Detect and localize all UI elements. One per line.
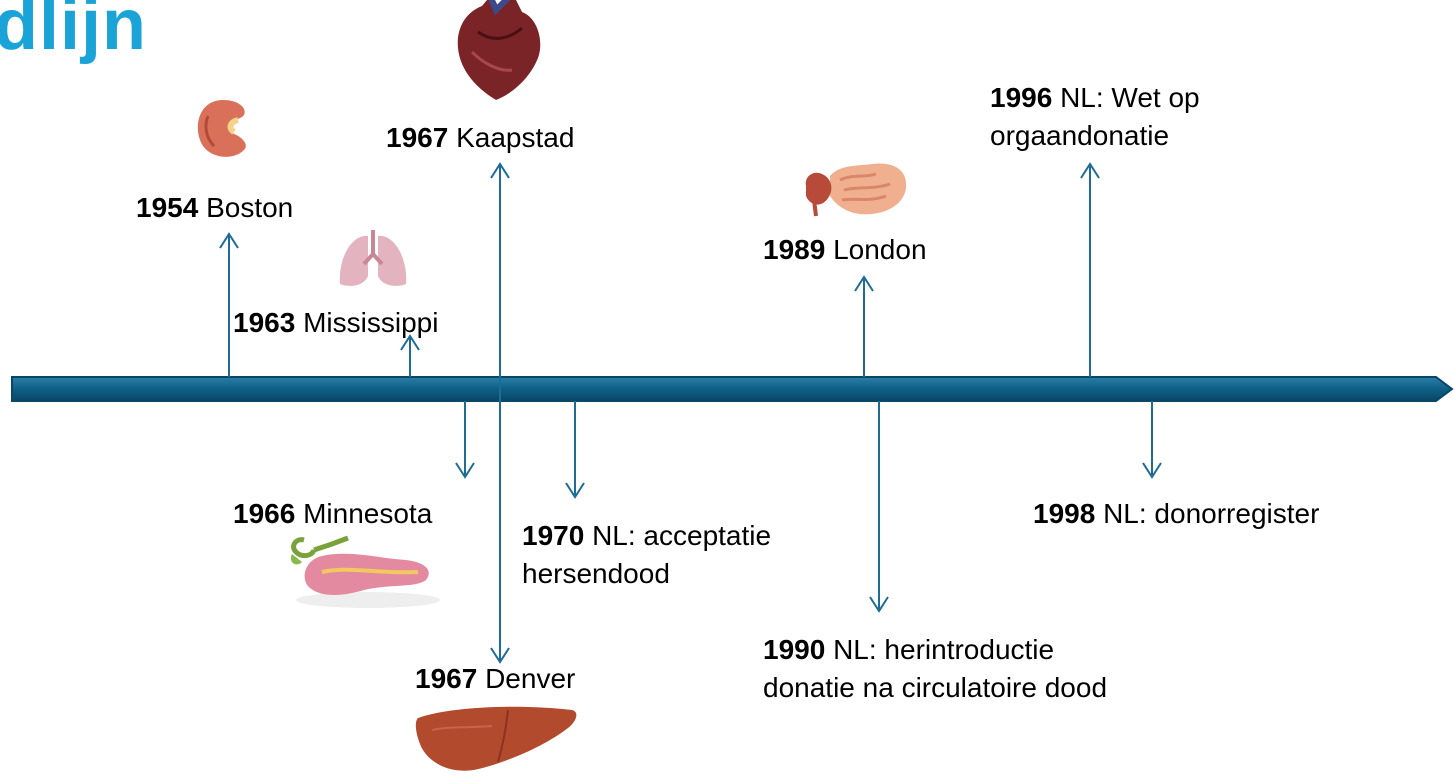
- event-text: Kaapstad: [456, 122, 574, 153]
- event-boston: 1954 Boston: [136, 189, 293, 227]
- event-text-line2: donatie na circulatoire dood: [763, 672, 1107, 703]
- event-text: Denver: [485, 663, 575, 694]
- timeline-bar: [12, 377, 1452, 401]
- arrow-mississippi: [401, 336, 419, 377]
- event-year: 1996: [990, 82, 1052, 113]
- event-denver: 1967 Denver: [415, 660, 575, 698]
- event-year: 1970: [522, 520, 584, 551]
- event-text: Minnesota: [303, 498, 432, 529]
- arrow-nl1970: [566, 401, 584, 497]
- liver-icon: [412, 700, 582, 776]
- event-year: 1967: [415, 663, 477, 694]
- event-text: NL: acceptatie: [592, 520, 771, 551]
- arrow-nl1990: [870, 401, 888, 611]
- event-text: NL: donorregister: [1103, 498, 1319, 529]
- arrow-minnesota: [456, 401, 474, 477]
- event-nl1970: 1970 NL: acceptatie hersendood: [522, 517, 771, 593]
- event-nl1998: 1998 NL: donorregister: [1033, 495, 1319, 533]
- event-text: Mississippi: [303, 307, 438, 338]
- event-text: NL: herintroductie: [833, 634, 1054, 665]
- event-kaapstad: 1967 Kaapstad: [386, 119, 574, 157]
- event-minnesota: 1966 Minnesota: [233, 495, 432, 533]
- lungs-icon: [334, 228, 412, 292]
- event-text: London: [833, 234, 926, 265]
- event-mississippi: 1963 Mississippi: [233, 304, 438, 342]
- event-text-line2: orgaandonatie: [990, 120, 1169, 151]
- arrow-nl1998: [1143, 401, 1161, 477]
- arrow-london: [855, 277, 873, 377]
- pancreas-icon: [278, 534, 448, 614]
- kidney-icon: [190, 96, 256, 164]
- event-year: 1967: [386, 122, 448, 153]
- heart-icon: [452, 0, 548, 102]
- event-text-line2: hersendood: [522, 558, 670, 589]
- event-text: Boston: [206, 192, 293, 223]
- event-year: 1963: [233, 307, 295, 338]
- arrow-nl1996: [1081, 164, 1099, 377]
- event-nl1990: 1990 NL: herintroductie donatie na circu…: [763, 631, 1107, 707]
- event-year: 1954: [136, 192, 198, 223]
- intestine-icon: [800, 156, 912, 224]
- arrow-kaapstad-denver: [491, 164, 509, 662]
- event-london: 1989 London: [763, 231, 927, 269]
- event-year: 1998: [1033, 498, 1095, 529]
- event-year: 1966: [233, 498, 295, 529]
- event-nl1996: 1996 NL: Wet op orgaandonatie: [990, 79, 1200, 155]
- event-year: 1989: [763, 234, 825, 265]
- event-text: NL: Wet op: [1060, 82, 1200, 113]
- event-year: 1990: [763, 634, 825, 665]
